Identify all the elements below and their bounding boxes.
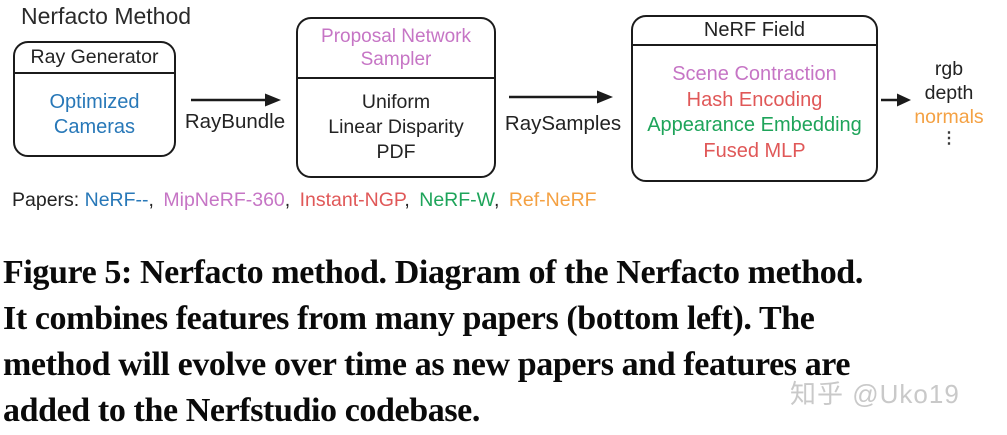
caption-line: method will evolve over time as new pape… [3,346,851,383]
watermark: 知乎 @Uko19 [790,379,960,409]
separator: , [284,189,291,211]
papers-line: Papers: NeRF--, MipNeRF-360, Instant-NGP… [12,189,597,212]
paper-nerf-w: NeRF-W [419,189,494,211]
raybundle-arrow-right-icon [191,93,281,107]
caption-line: added to the Nerfstudio codebase. [3,392,480,429]
nerf-field-body-line: Fused MLP [703,139,806,162]
paper-instant-ngp: Instant-NGP [299,189,405,211]
output-rgb: rgb [934,58,964,80]
proposal-sampler-body-line: Uniform [361,91,431,113]
paper-mipnerf-360: MipNeRF-360 [163,189,285,211]
caption-line: It combines features from many papers (b… [3,300,815,337]
proposal-sampler-header: Proposal Network Sampler [298,19,494,79]
nerf-field-body-line: Hash Encoding [686,88,823,111]
ray-generator-box: Ray Generator Optimized Cameras [13,41,176,157]
ray-generator-body: Optimized Cameras [15,74,174,155]
caption-line: Figure 5: Nerfacto method. Diagram of th… [3,254,863,291]
diagram-title: Nerfacto Method [21,3,192,29]
figure-caption: Figure 5: Nerfacto method. Diagram of th… [3,250,1006,434]
raysamples-label: RaySamples [504,112,622,135]
nerf-field-header: NeRF Field [633,17,876,46]
raybundle-label: RayBundle [184,110,286,133]
nerf-field-body-line: Appearance Embedding [647,114,862,136]
separator: , [493,189,500,211]
vertical-ellipsis-icon: ⋮ [941,130,957,147]
ray-generator-body-line: Cameras [53,115,136,138]
ray-generator-body-line: Optimized [49,90,140,113]
nerf-field-body: Scene Contraction Hash Encoding Appearan… [633,46,876,180]
paper-ref-nerf: Ref-NeRF [508,189,597,211]
outputs-list: rgb depth normals ⋮ [901,57,997,149]
proposal-sampler-body: Uniform Linear Disparity PDF [298,79,494,176]
proposal-sampler-header-line: Proposal Network [321,26,471,47]
nerf-field-body-line: Scene Contraction [672,63,837,85]
proposal-sampler-body-line: Linear Disparity [328,116,464,138]
papers-label: Papers: [12,189,80,211]
nerf-field-box: NeRF Field Scene Contraction Hash Encodi… [631,15,878,182]
proposal-sampler-body-line: PDF [376,141,416,163]
output-arrow-right-icon [881,93,911,107]
ray-generator-header: Ray Generator [15,43,174,74]
proposal-sampler-header-line: Sampler [360,49,432,70]
proposal-network-sampler-box: Proposal Network Sampler Uniform Linear … [296,17,496,178]
output-normals: normals [914,106,984,128]
output-depth: depth [924,82,974,104]
separator: , [404,189,410,211]
separator: , [148,189,154,211]
raysamples-arrow-right-icon [509,90,613,104]
paper-nerf: NeRF-- [84,189,149,211]
